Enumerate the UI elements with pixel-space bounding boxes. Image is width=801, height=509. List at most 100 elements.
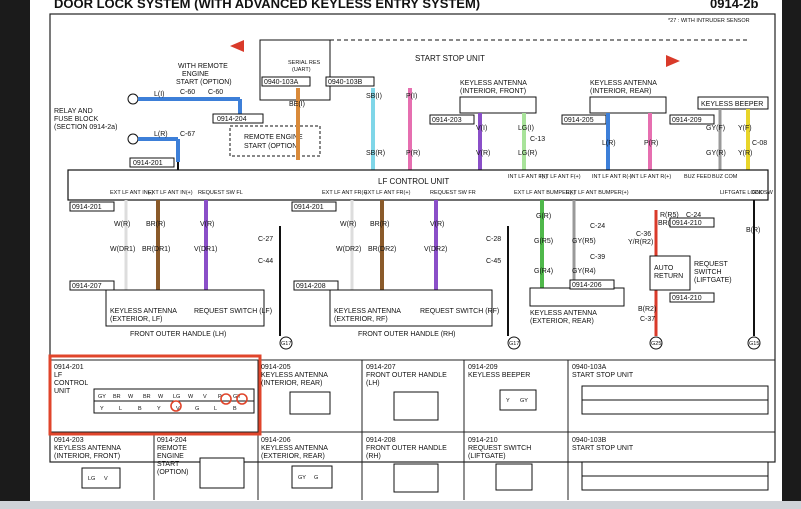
wire-label-vdr2: V(DR2) — [424, 246, 447, 253]
highlight-box — [48, 354, 262, 436]
thumb-201-pin: W — [158, 394, 164, 400]
wire-label-gyr: GY(R) — [706, 150, 726, 157]
thumb-201-pin: L — [119, 406, 122, 412]
wiring-schematic: RELAY AND FUSE BLOCK (SECTION 0914-2a) L… — [48, 13, 776, 500]
conn-0914-204-tag — [212, 113, 264, 124]
highlight-circle-1 — [170, 400, 182, 412]
ground-label-1: G17 — [281, 341, 291, 347]
code-c24b: C-24 — [686, 212, 701, 219]
thumb-207-line1: FRONT OUTER HANDLE — [366, 372, 447, 379]
wire-label-vr4: V(R) — [430, 221, 444, 228]
relay-block-line1: RELAY AND — [54, 108, 93, 115]
thumb-203-line2: (INTERIOR, FRONT) — [54, 453, 120, 460]
lcu-pin-6: REQUEST SW FR — [430, 190, 476, 196]
thumb-203-pin-lg: LG — [88, 476, 95, 482]
thumb-206-connector — [291, 465, 333, 489]
lcu-pin-5: EXT LF ANT FR(+) — [364, 190, 411, 196]
wire-label-wr4: W(R) — [340, 221, 356, 228]
code-c37: C-37 — [640, 316, 655, 323]
wire-label-gr5: G(R5) — [534, 238, 553, 245]
thumb-201-pin: Y — [157, 406, 161, 412]
wire-label-vr: V(R) — [476, 150, 490, 157]
wire-label-li: L(I) — [154, 91, 165, 98]
arrow-right-icon — [666, 55, 680, 67]
thumb-204-code: 0914-204 — [157, 437, 187, 444]
conn-0940-103A-tag — [261, 76, 311, 87]
rf-handle-box — [329, 289, 493, 327]
thumb-201-line2: CONTROL — [54, 380, 88, 387]
code-c08: C-08 — [752, 140, 767, 147]
lcu-pin-9: INT LF ANT F(-) — [508, 174, 547, 180]
ground-g17-b — [507, 336, 521, 350]
code-c45: C-45 — [486, 258, 501, 265]
lf-handle-box — [105, 289, 265, 327]
lcu-pin-2: EXT LF ANT IN(+) — [148, 190, 193, 196]
ground-label-4: G15 — [749, 341, 759, 347]
wire-label-yf: Y(F) — [738, 125, 752, 132]
thumb-201-pin: Y — [100, 406, 104, 412]
relay-block-line3: (SECTION 0914-2a) — [54, 124, 117, 131]
intruder-note: *27 : WITH INTRUDER SENSOR — [668, 18, 750, 24]
diagram-title: DOOR LOCK SYSTEM (WITH ADVANCED KEYLESS … — [54, 0, 481, 11]
wire-label-vdr1: V(DR1) — [194, 246, 217, 253]
thumb-201-pin: BR — [143, 394, 151, 400]
front-outer-rh: FRONT OUTER HANDLE (RH) — [358, 331, 455, 338]
lcu-pin-14: BUZ COM — [712, 174, 738, 180]
lcu-pin-13: BUZ FEED — [684, 174, 711, 180]
thumb-205-code: 0914-205 — [261, 364, 291, 371]
antenna-rear-line2: (INTERIOR, REAR) — [590, 88, 651, 95]
ground-g25 — [649, 336, 663, 350]
wire-label-vi: V(I) — [476, 125, 487, 132]
lcu-pin-15: LIFTGATE LOCK SW — [720, 190, 774, 196]
code-c28: C-28 — [486, 236, 501, 243]
thumb-210-line1: REQUEST SWITCH — [468, 445, 531, 452]
req-liftgate-line3: (LIFTGATE) — [694, 277, 732, 284]
thumb-208-code: 0914-208 — [366, 437, 396, 444]
conn-0914-207-label: 0914-207 — [72, 283, 102, 290]
thumb-204-line4: (OPTION) — [157, 469, 189, 476]
thumb-201-pin: G — [195, 406, 199, 412]
thumb-204-connector — [199, 457, 245, 489]
conn-0914-201-label-b: 0914-201 — [294, 204, 324, 211]
code-c36: C-36 — [636, 231, 651, 238]
viewer-bottom-bar — [0, 501, 801, 509]
thumb-209-code: 0914-209 — [468, 364, 498, 371]
wire-label-brdr2: BR(DR2) — [368, 246, 396, 253]
start-stop-unit-title: START STOP UNIT — [415, 54, 485, 63]
remote-engine-box-line1: REMOTE ENGINE — [244, 134, 303, 141]
schematic-frame — [49, 13, 776, 463]
conn-0914-206-tag — [569, 279, 615, 290]
thumb-201-code: 0914-201 — [54, 364, 84, 371]
wire-label-sbr: SB(R) — [366, 150, 385, 157]
conn-0940-103B-label: 0940-103B — [328, 79, 363, 86]
antenna-front-line1: KEYLESS ANTENNA — [460, 80, 527, 87]
ground-label-3: G25 — [651, 341, 661, 347]
lcu-pin-1: EXT LF ANT IN(-) — [110, 190, 153, 196]
lcu-pin-8: EXT LF ANT BUMPER(+) — [566, 190, 629, 196]
thumb-204-line1: REMOTE — [157, 445, 187, 452]
lf-control-unit-label: LF CONTROL UNIT — [378, 177, 449, 186]
code-c67: C-67 — [180, 131, 195, 138]
wire-label-lgr: LG(R) — [518, 150, 537, 157]
remote-start-line2: ENGINE — [182, 71, 209, 78]
thumb-205-connector — [289, 391, 331, 415]
thumb-204-line2: ENGINE — [157, 453, 184, 460]
thumb-201-pin: P — [218, 394, 222, 400]
front-outer-lh: FRONT OUTER HANDLE (LH) — [130, 331, 226, 338]
req-liftgate-line1: REQUEST — [694, 261, 729, 268]
thumb-209-pin-gy: GY — [520, 398, 528, 404]
thumb-206-pin-g: G — [314, 475, 318, 481]
antenna-rear-ext-line2: (EXTERIOR, REAR) — [530, 318, 594, 325]
wire-label-bei: BE(I) — [289, 101, 305, 108]
remote-start-line1: WITH REMOTE — [178, 63, 228, 70]
thumb-203-pin-v: V — [104, 476, 108, 482]
thumb-206-code: 0914-206 — [261, 437, 291, 444]
code-c13: C-13 — [530, 136, 545, 143]
antenna-front-line2: (INTERIOR, FRONT) — [460, 88, 526, 95]
ext-rear-antenna-box — [529, 287, 625, 307]
serial-res-line1: SERIAL RES — [288, 60, 321, 66]
thumb-203-line1: KEYLESS ANTENNA — [54, 445, 121, 452]
lcu-pin-10: INT LF ANT F(+) — [540, 174, 581, 180]
conn-0914-201-tag-top — [129, 157, 175, 168]
